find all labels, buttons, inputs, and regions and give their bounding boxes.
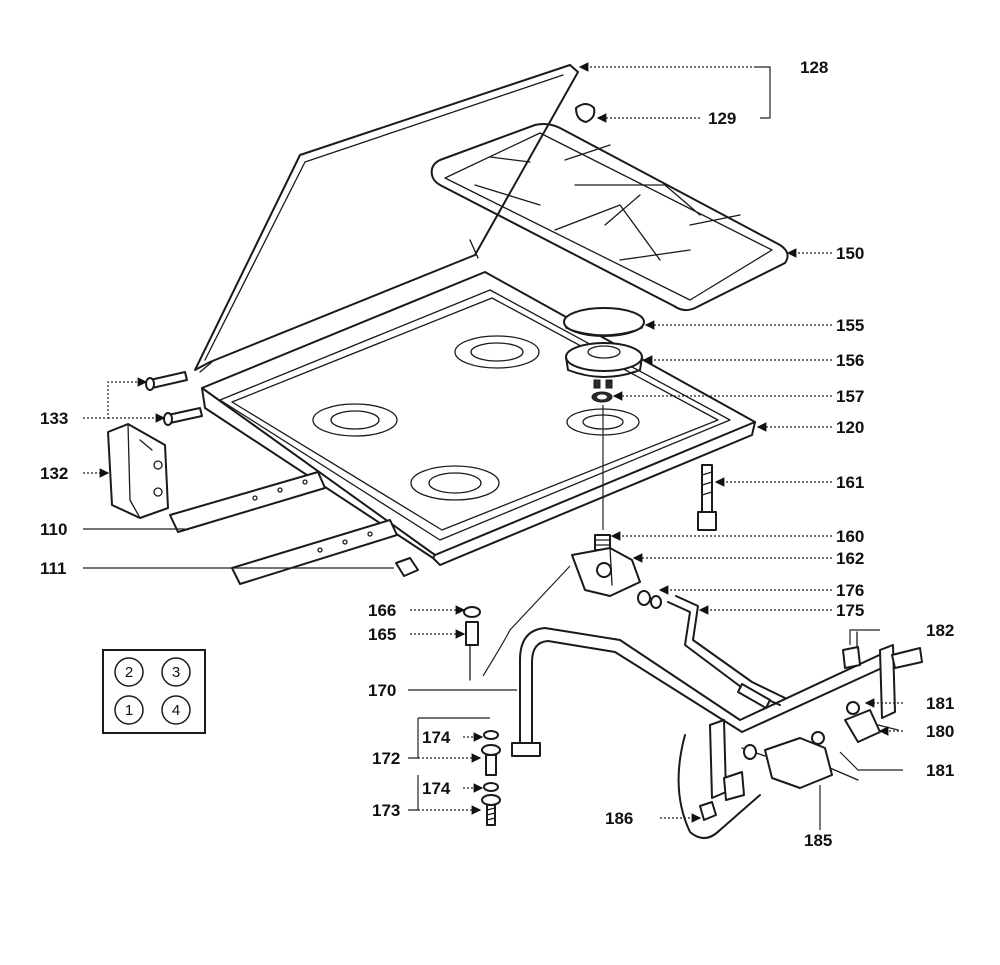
pan-support-grid-part [430,123,789,312]
key-burner-3: 3 [172,664,180,681]
key-burner-1: 1 [125,702,133,719]
burner-position-key: 2 3 1 4 [102,649,206,734]
callout-161: 161 [836,473,864,492]
callout-120: 120 [836,418,864,437]
tap-brackets-part [709,631,923,801]
callout-182: 182 [926,621,954,640]
callout-132: 132 [40,464,68,483]
support-bracket-part [169,471,398,585]
heat-shield-part [677,734,761,839]
lid-buffer-part [575,103,596,123]
burner-head-part [565,342,643,389]
key-burner-4: 4 [172,702,180,719]
gas-rail-pipe-part [511,627,896,757]
callout-180: 180 [926,722,954,741]
hinge-part [107,423,169,519]
callout-186: 186 [605,809,633,828]
callout-129: 129 [708,109,736,128]
callout-172: 172 [372,749,400,768]
callout-128: 128 [800,58,828,77]
callout-181-upper: 181 [926,694,954,713]
leader-lines [83,62,903,830]
gas-taps-part [741,701,899,789]
supply-pipe-part [667,595,786,709]
callout-174-upper: 174 [422,728,451,747]
callout-174-lower: 174 [422,779,451,798]
callout-157: 157 [836,387,864,406]
hinge-screws-part [145,371,203,426]
callout-185: 185 [804,831,832,850]
ignition-electrode-part [463,565,571,681]
callout-175: 175 [836,601,864,620]
callout-155: 155 [836,316,864,335]
burner-cap-part [563,307,645,337]
callout-labels: 128 129 150 155 156 157 120 161 160 162 … [40,58,954,850]
injector-seal-part [591,391,613,403]
callout-165: 165 [368,625,396,644]
callout-156: 156 [836,351,864,370]
clip-part [395,557,419,577]
callout-173: 173 [372,801,400,820]
callout-111: 111 [40,559,67,578]
callout-170: 170 [368,681,396,700]
callout-176: 176 [836,581,864,600]
callout-133: 133 [40,409,68,428]
callout-110: 110 [40,520,67,539]
hob-top-part [201,271,756,566]
callout-166: 166 [368,601,396,620]
callout-150: 150 [836,244,864,263]
spacer-rod-part [697,464,717,531]
fixing-bolts-part [481,730,501,826]
key-burner-2: 2 [125,664,133,681]
callout-162: 162 [836,549,864,568]
gas-tap-assembly-part [571,534,662,609]
callout-160: 160 [836,527,864,546]
glass-lid-part [194,64,579,373]
callout-181-lower: 181 [926,761,954,780]
